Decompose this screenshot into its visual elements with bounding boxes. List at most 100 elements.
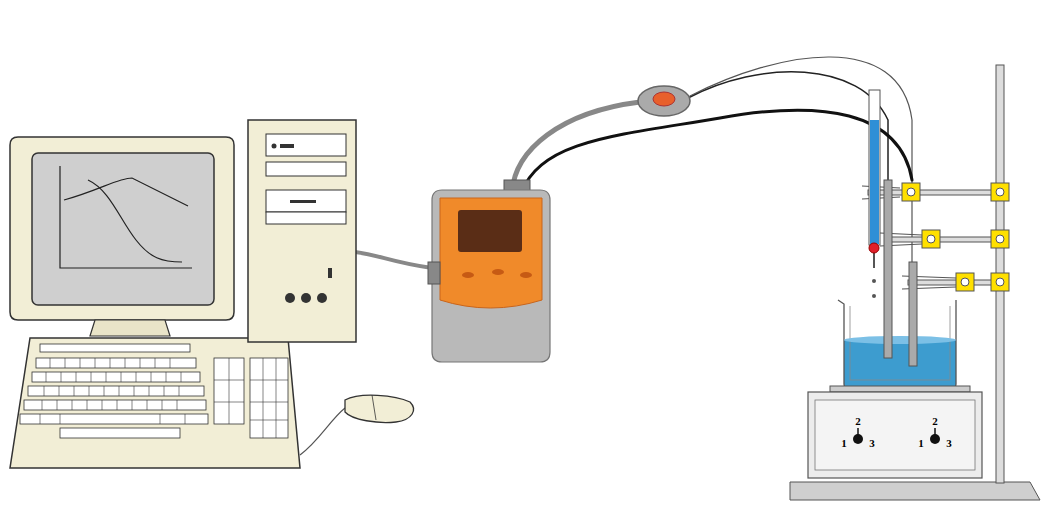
- electrode: [884, 180, 917, 366]
- retort-stand: [927, 235, 935, 243]
- keyboard: [20, 414, 208, 424]
- computer-tower: [317, 293, 327, 303]
- retort-stand: [907, 188, 915, 196]
- sensor-interface: [638, 86, 690, 116]
- monitor: [60, 166, 192, 268]
- magnetic-stirrer: [808, 392, 982, 478]
- computer-tower: [248, 120, 356, 342]
- data-logger: [428, 180, 550, 362]
- computer-tower: [248, 120, 356, 342]
- keyboard: [28, 386, 204, 396]
- retort-stand: [991, 273, 1009, 291]
- electrode: [909, 262, 917, 366]
- computer-tower: [266, 134, 346, 156]
- keyboard: [44, 386, 179, 396]
- retort-stand: [996, 188, 1004, 196]
- retort-stand: [996, 278, 1004, 286]
- data-logger: [440, 198, 542, 308]
- sensor-interface: [638, 86, 690, 116]
- cable: [688, 72, 888, 182]
- magnetic-stirrer: [808, 386, 982, 478]
- monitor: [64, 178, 188, 206]
- computer-tower: [301, 293, 311, 303]
- data-logger: [520, 272, 532, 278]
- burette: [869, 243, 879, 253]
- electrode: [884, 180, 892, 358]
- computer-tower: [290, 200, 316, 203]
- computer-tower: [266, 162, 346, 176]
- knob-number: 3: [946, 438, 952, 449]
- keyboard: [46, 372, 181, 382]
- retort-stand: [991, 230, 1009, 248]
- keyboard: [60, 428, 180, 438]
- mouse: [300, 408, 345, 455]
- computer-tower: [272, 144, 277, 149]
- keyboard: [40, 358, 288, 438]
- computer-tower: [266, 212, 346, 224]
- mouse: [300, 395, 414, 455]
- burette: [872, 294, 876, 298]
- keyboard: [10, 338, 300, 468]
- retort-stand: [991, 183, 1009, 201]
- computer-tower: [266, 190, 346, 212]
- keyboard: [42, 400, 177, 410]
- beaker: [844, 340, 956, 388]
- data-logger: [432, 190, 550, 362]
- data-logger: [462, 272, 474, 278]
- retort-stand: [956, 273, 974, 291]
- keyboard: [40, 358, 288, 438]
- monitor: [10, 137, 234, 336]
- burette: [869, 90, 880, 298]
- keyboard: [250, 358, 288, 438]
- knob-number: 1: [918, 438, 924, 449]
- keyboard: [10, 338, 300, 468]
- retort-stand: [862, 186, 900, 199]
- beaker: [844, 336, 956, 344]
- computer-tower: [285, 293, 295, 303]
- sensor-interface: [653, 92, 675, 106]
- retort-stand: [996, 235, 1004, 243]
- data-logger: [458, 210, 522, 252]
- magnetic-stirrer: [815, 400, 975, 470]
- retort-stand: [790, 65, 1040, 500]
- mouse: [372, 395, 376, 420]
- retort-stand: [907, 188, 1004, 286]
- keyboard: [32, 372, 200, 382]
- data-logger: [492, 269, 504, 275]
- retort-stand: [790, 482, 1040, 500]
- computer-tower: [328, 268, 332, 278]
- keyboard: [36, 358, 196, 368]
- keyboard: [24, 400, 206, 410]
- knob-number: 1: [841, 438, 847, 449]
- monitor: [88, 180, 182, 262]
- cable: [355, 252, 432, 268]
- monitor: [90, 320, 170, 336]
- monitor: [32, 153, 214, 305]
- mouse: [345, 395, 414, 422]
- knob-number: 2: [932, 416, 938, 427]
- burette: [869, 90, 880, 245]
- knob-number: 3: [869, 438, 875, 449]
- keyboard: [20, 344, 288, 438]
- data-logger: [428, 262, 440, 284]
- burette: [870, 120, 879, 244]
- retort-stand: [886, 237, 1000, 242]
- cable: [522, 110, 912, 192]
- retort-stand: [902, 183, 1009, 291]
- retort-stand: [922, 230, 940, 248]
- monitor: [10, 137, 234, 320]
- magnetic-stirrer: [830, 386, 970, 392]
- computer-tower: [280, 144, 294, 148]
- keyboard: [40, 344, 190, 352]
- beaker: [838, 300, 956, 388]
- beaker: [838, 300, 956, 388]
- retort-stand: [902, 183, 920, 201]
- cable: [690, 57, 912, 262]
- retort-stand: [961, 278, 969, 286]
- keyboard: [50, 358, 170, 368]
- knob-number: 2: [855, 416, 861, 427]
- burette: [872, 279, 876, 283]
- retort-stand: [908, 280, 1000, 285]
